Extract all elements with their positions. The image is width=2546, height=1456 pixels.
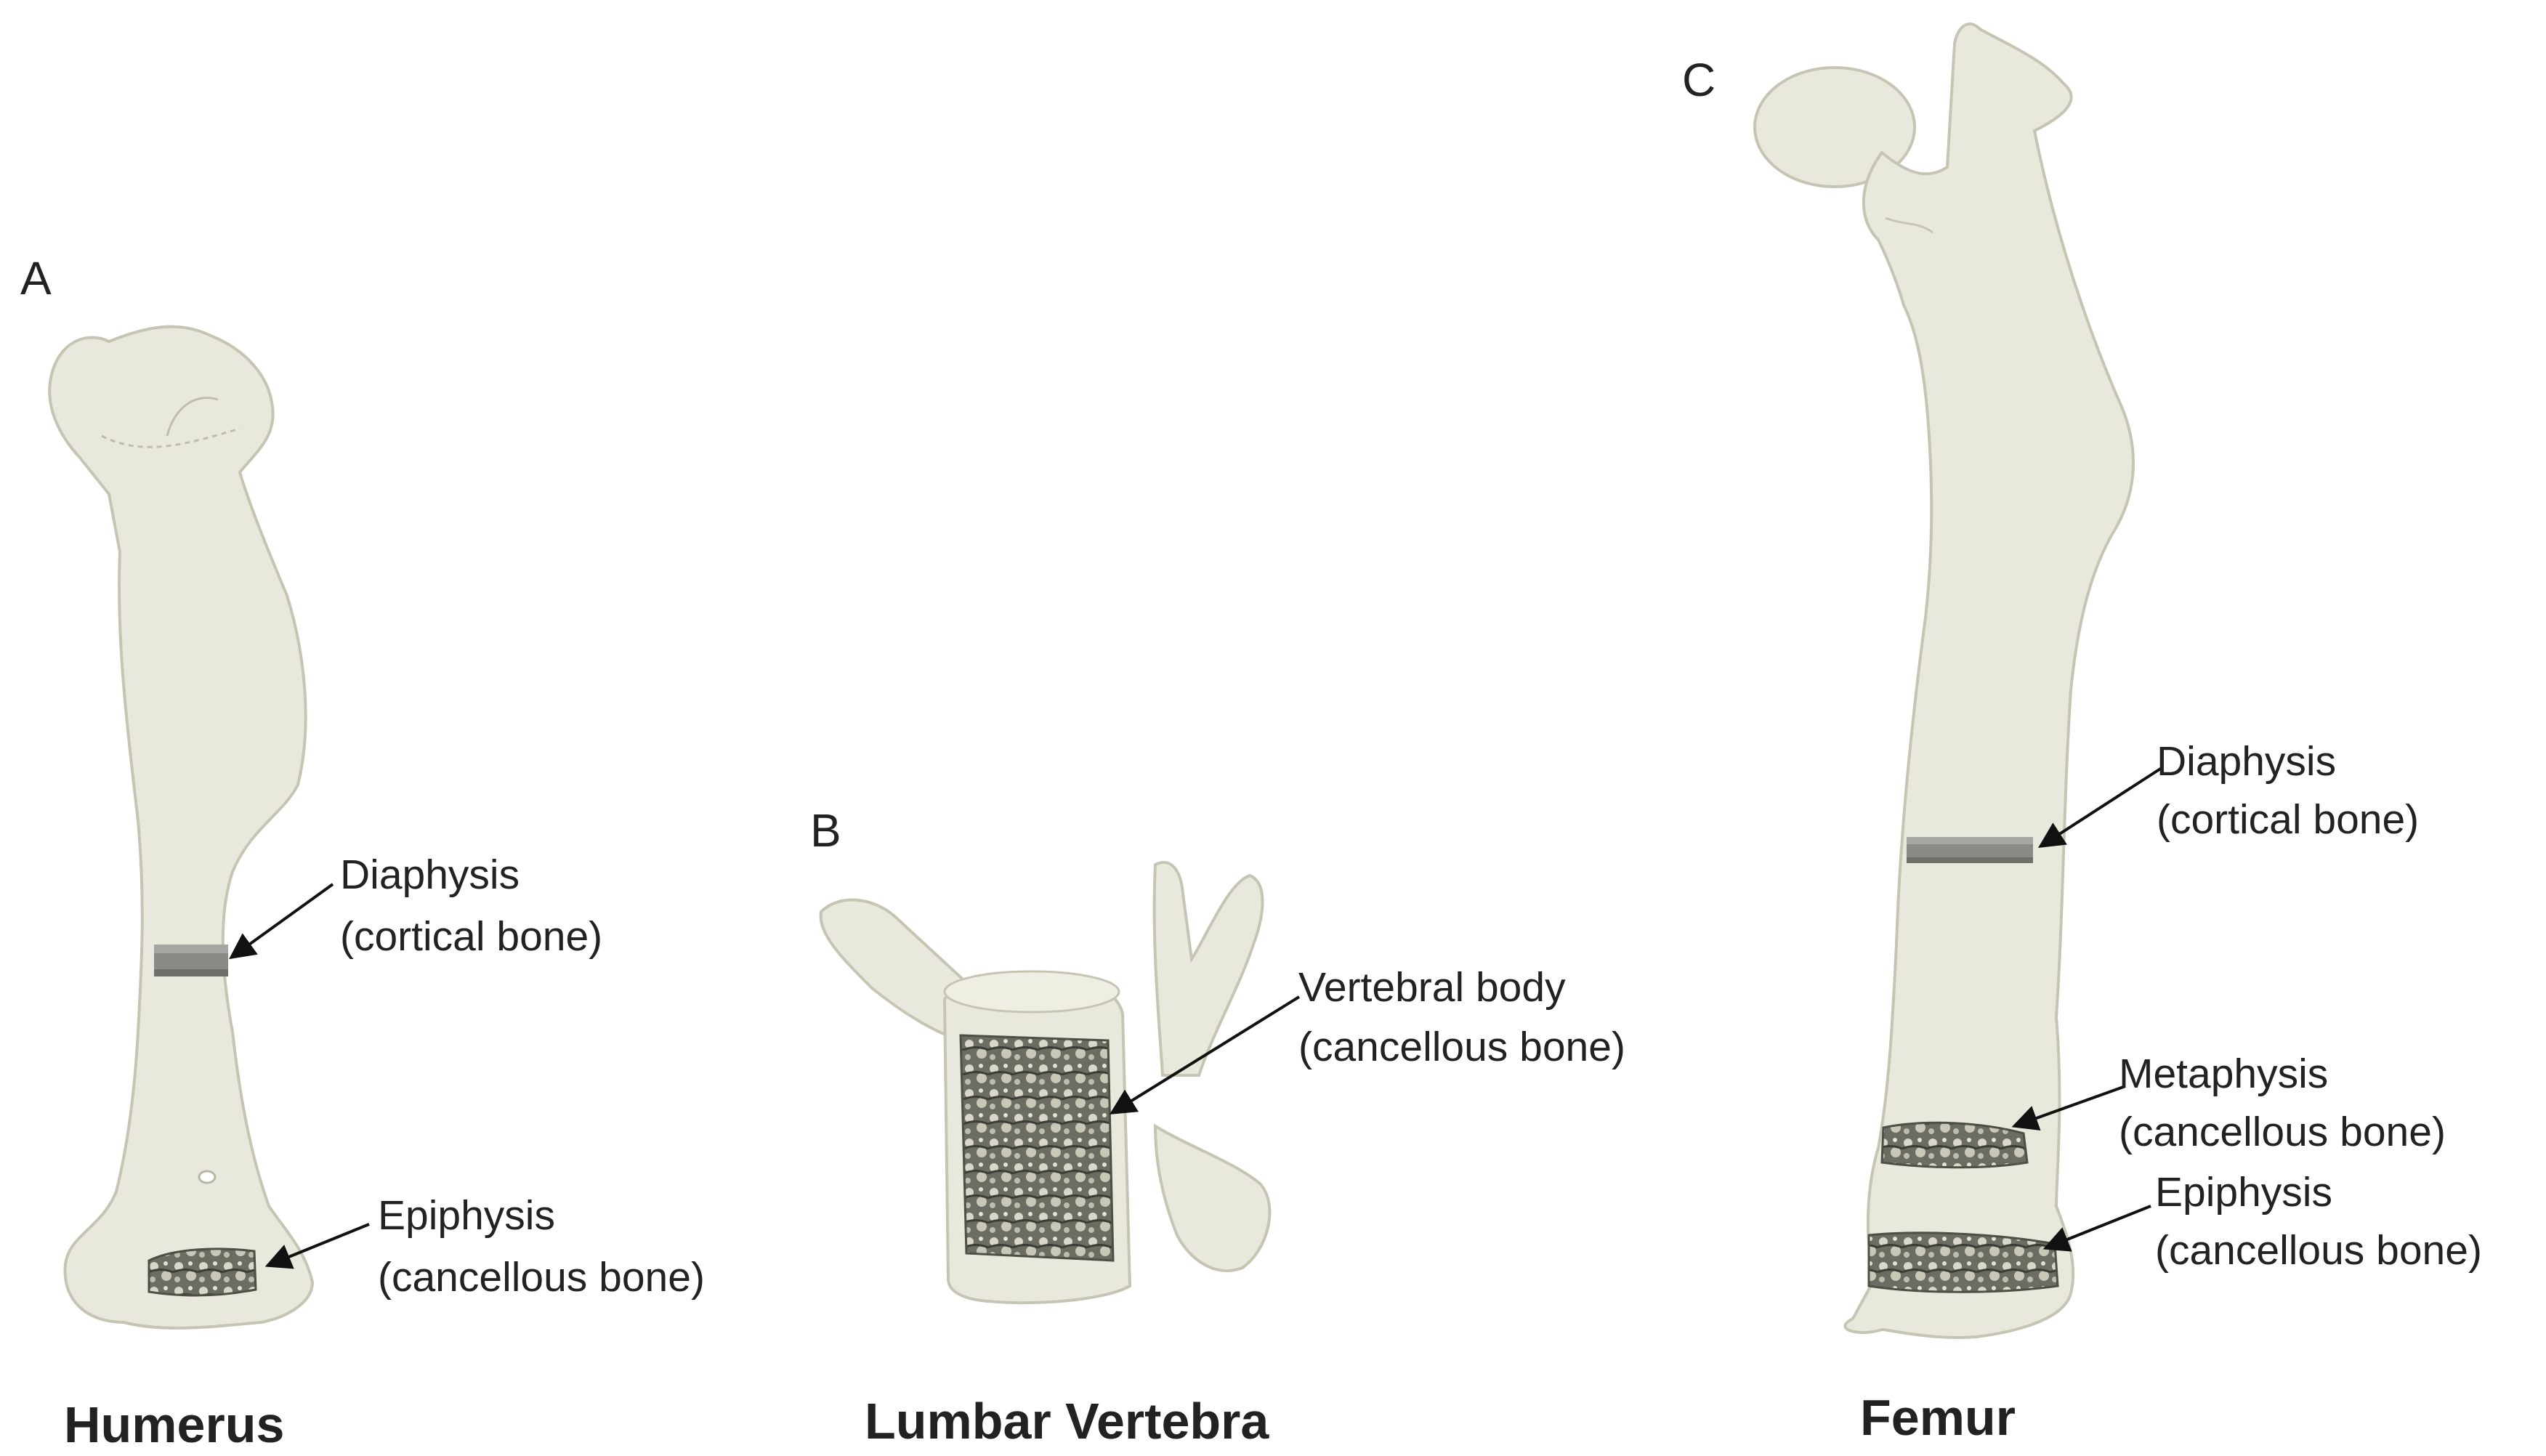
femur-epiphysis-arrow	[2042, 1205, 2151, 1252]
vertebra-caption: Lumbar Vertebra	[865, 1393, 1269, 1449]
panel-a-letter: A	[20, 252, 52, 304]
vertebra-cancellous-region	[959, 1034, 1115, 1262]
panel-c-femur: C Diaphysis (cortical bone) Metaphysis (…	[1682, 22, 2482, 1446]
humerus-bone	[48, 325, 315, 1330]
femur-metaphysis-label: Metaphysis (cancellous bone)	[2119, 1051, 2446, 1155]
femur-epiphysis-label: Epiphysis (cancellous bone)	[2155, 1169, 2482, 1274]
femur-diaphysis-label: Diaphysis (cortical bone)	[2157, 738, 2419, 843]
femur-diaphysis-arrow	[2037, 767, 2163, 848]
vertebra-body-arrow	[1109, 995, 1301, 1115]
humerus-diaphysis-arrow	[229, 883, 334, 960]
femur-trochanter-detail	[1885, 217, 1933, 234]
humerus-head-suture	[101, 427, 241, 448]
vertebra-right-process	[1152, 860, 1264, 1077]
panel-c-letter: C	[1682, 54, 1715, 106]
humerus-epiphysis-arrow	[264, 1223, 370, 1269]
humerus-diaphysis-label: Diaphysis (cortical bone)	[340, 852, 602, 960]
vertebra-body-label: Vertebral body (cancellous bone)	[1298, 964, 1625, 1070]
panel-b-letter: B	[810, 804, 841, 857]
femur-bone	[1843, 22, 2135, 1339]
femur-metaphysis-region	[1880, 1121, 2029, 1169]
humerus-diaphysis-band	[154, 945, 228, 976]
femur-epiphysis-region	[1867, 1231, 2059, 1293]
panel-b-vertebra: B Vertebral body (cancellous bone) Lumba…	[810, 804, 1625, 1449]
humerus-foramen	[198, 1170, 217, 1184]
femur-head	[1753, 66, 1916, 188]
femur-diaphysis-band	[1907, 837, 2033, 863]
humerus-epiphysis-region	[147, 1247, 257, 1297]
femur-caption: Femur	[1860, 1389, 2016, 1446]
humerus-caption: Humerus	[64, 1396, 284, 1453]
vertebra-lower-process	[1153, 1123, 1272, 1272]
vertebra-endplate	[943, 970, 1120, 1014]
humerus-epiphysis-label: Epiphysis (cancellous bone)	[378, 1192, 705, 1301]
humerus-head-detail	[166, 396, 219, 437]
panel-a-humerus: A Diaphysis (cortical bone) Epiphysis (c…	[20, 252, 705, 1453]
femur-metaphysis-arrow	[2011, 1085, 2126, 1131]
